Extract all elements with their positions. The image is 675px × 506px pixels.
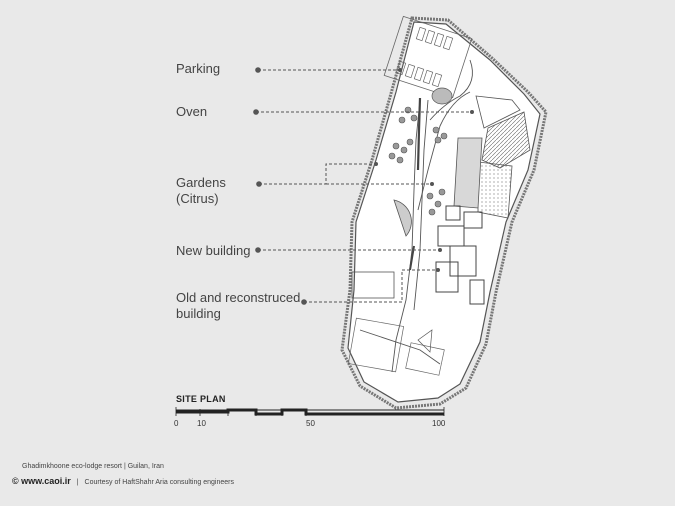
pond xyxy=(431,87,453,105)
project-caption: Ghadimkhoone eco-lodge resort | Guilan, … xyxy=(22,463,164,470)
site-link[interactable]: © www.caoi.ir xyxy=(12,476,71,486)
south-court xyxy=(405,342,445,376)
scale-tick-50: 50 xyxy=(306,419,315,428)
semicircle-garden xyxy=(393,199,412,237)
garden-trees xyxy=(388,106,448,216)
label-oven: Oven xyxy=(176,104,208,119)
label-old-building-line2: building xyxy=(176,306,221,321)
site-paths xyxy=(359,59,473,373)
credit-line: © www.caoi.ir | Courtesy of HaftShahr Ar… xyxy=(12,476,234,486)
label-new-building: New building xyxy=(176,243,251,258)
south-field xyxy=(351,271,395,299)
label-old-building: Old and reconstruced xyxy=(176,290,301,305)
parking-area xyxy=(383,15,473,99)
east-plots xyxy=(453,95,531,219)
label-parking: Parking xyxy=(176,61,221,76)
leader-dots xyxy=(253,67,474,305)
scale-tick-100: 100 xyxy=(432,419,446,428)
site-outline xyxy=(347,21,541,403)
courtesy-text: Courtesy of HaftShahr Aria consulting en… xyxy=(84,479,234,486)
south-yard xyxy=(347,317,405,373)
building-complex xyxy=(435,205,485,305)
scale-bar xyxy=(175,407,445,416)
label-gardens: Gardens xyxy=(176,175,226,190)
small-tent xyxy=(417,329,433,353)
stream xyxy=(416,97,422,171)
scale-tick-0: 0 xyxy=(174,419,179,428)
site-boundary-wall xyxy=(340,16,548,410)
credit-separator: | xyxy=(76,479,79,486)
scale-title: SITE PLAN xyxy=(176,394,226,404)
label-gardens-citrus: (Citrus) xyxy=(176,191,219,206)
leader-lines xyxy=(256,69,472,303)
scale-tick-10: 10 xyxy=(197,419,206,428)
